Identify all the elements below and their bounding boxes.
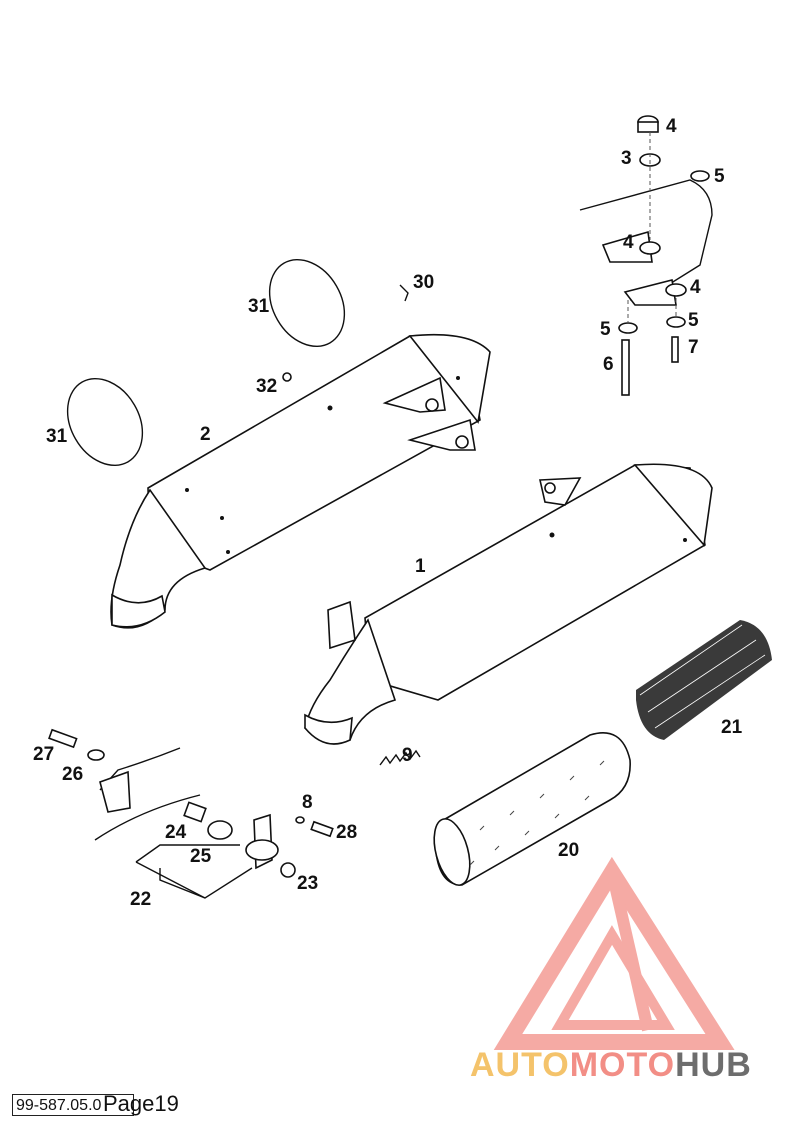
page-number: Page19 [103, 1091, 179, 1116]
callout-31-lower: 31 [46, 426, 68, 447]
callout-4-top: 4 [666, 116, 677, 137]
brand-part-auto: AUTO [470, 1046, 570, 1084]
o-ring-upper [268, 258, 346, 348]
spring-9 [379, 749, 421, 766]
callout-30: 30 [413, 272, 434, 293]
callout-28: 28 [336, 822, 357, 843]
callout-5-top: 5 [714, 166, 725, 187]
callout-26: 26 [62, 764, 83, 785]
o-ring-lower [66, 377, 144, 467]
callout-25: 25 [190, 846, 212, 867]
clip-30 [399, 284, 409, 302]
callout-5-right: 5 [688, 310, 699, 331]
callout-20: 20 [558, 840, 579, 861]
silencer-1 [304, 463, 713, 745]
callout-5-left: 5 [600, 319, 611, 340]
callout-9: 9 [402, 745, 413, 766]
callout-2: 2 [200, 424, 211, 445]
watermark-brand: AUTOMOTOHUB [470, 1046, 752, 1085]
mounting-assembly [48, 728, 334, 899]
callout-31-upper: 31 [248, 296, 270, 317]
watermark-logo-icon [493, 856, 735, 1050]
insulation-tube-20 [433, 732, 631, 886]
callout-27: 27 [33, 744, 54, 765]
screw-32 [282, 372, 292, 382]
brand-part-moto: MOTO [569, 1046, 676, 1084]
bracket-assembly [579, 115, 713, 396]
callout-6: 6 [603, 354, 614, 375]
callout-1: 1 [415, 556, 426, 577]
callout-32: 32 [256, 376, 277, 397]
brand-part-hub: HUB [675, 1046, 752, 1084]
document-code: 99-587.05.0 [12, 1094, 134, 1116]
callout-8: 8 [302, 792, 313, 813]
callout-4-low: 4 [690, 277, 701, 298]
callout-22: 22 [130, 889, 151, 910]
callout-21: 21 [721, 717, 743, 738]
silencer-2 [110, 333, 491, 629]
callout-4-mid: 4 [623, 232, 634, 253]
callout-7: 7 [688, 337, 699, 358]
callout-23: 23 [297, 873, 318, 894]
callout-24: 24 [165, 822, 187, 843]
steel-wool-21 [636, 620, 772, 740]
callout-3: 3 [621, 148, 632, 169]
